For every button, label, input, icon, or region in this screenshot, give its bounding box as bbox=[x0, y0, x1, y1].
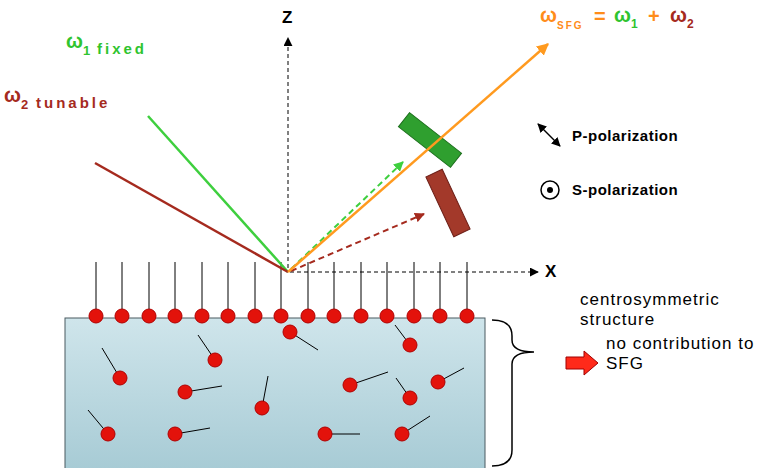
polarization-symbols bbox=[538, 124, 560, 146]
surface-molecules bbox=[407, 309, 421, 323]
bulk-molecules bbox=[113, 371, 127, 385]
bulk-molecules bbox=[168, 427, 182, 441]
bulk-molecules bbox=[395, 427, 409, 441]
beam-symbol: ω bbox=[66, 30, 83, 53]
curly-brace bbox=[492, 320, 534, 466]
surface-molecules bbox=[467, 262, 468, 309]
legend-text: P-polarization bbox=[572, 127, 678, 144]
surface-molecules bbox=[122, 262, 123, 309]
block-arrow bbox=[566, 351, 598, 375]
axes bbox=[290, 272, 538, 273]
curly-brace bbox=[492, 320, 534, 466]
axes bbox=[288, 38, 289, 268]
surface-molecules bbox=[195, 309, 209, 323]
equation-sign: + bbox=[648, 5, 660, 28]
beam-subscript: 2 bbox=[21, 98, 28, 113]
incident-beams bbox=[95, 163, 288, 272]
surface-molecules bbox=[387, 262, 388, 309]
beam-note: fixed bbox=[97, 40, 147, 57]
beam-subscript: 1 bbox=[631, 18, 638, 32]
beam-note: tunable bbox=[36, 94, 110, 111]
surface-molecules bbox=[380, 309, 394, 323]
surface-molecules bbox=[433, 309, 447, 323]
axis-label: X bbox=[545, 262, 556, 282]
surface-molecules bbox=[202, 262, 203, 309]
axis-label: Z bbox=[282, 8, 292, 28]
bulk-medium bbox=[65, 318, 485, 468]
surface-molecules bbox=[168, 309, 182, 323]
legend-entry: P-polarization bbox=[572, 127, 678, 144]
reflected-beams bbox=[291, 162, 424, 271]
beam-symbol: ω bbox=[540, 4, 557, 27]
beam-subscript: 2 bbox=[687, 18, 694, 32]
legend-entry: S-polarization bbox=[572, 181, 678, 198]
bulk-molecules bbox=[88, 325, 464, 441]
surface-molecules bbox=[327, 309, 341, 323]
polarization-symbols bbox=[541, 181, 559, 199]
block-arrow bbox=[566, 351, 598, 375]
beam-subscript: 1 bbox=[83, 44, 90, 59]
bulk-molecules bbox=[403, 391, 417, 405]
legend-text: S-polarization bbox=[572, 181, 678, 198]
surface-molecules bbox=[354, 309, 368, 323]
filter-blocks bbox=[398, 113, 461, 168]
polarization-symbols bbox=[538, 124, 560, 199]
surface-molecules bbox=[89, 262, 474, 323]
filter-blocks bbox=[426, 169, 470, 236]
reflected-beams bbox=[291, 214, 424, 271]
bulk-molecules bbox=[255, 401, 269, 415]
surface-molecules bbox=[414, 262, 415, 309]
surface-molecules bbox=[248, 309, 262, 323]
reflected-beams bbox=[291, 162, 403, 269]
surface-molecules bbox=[228, 262, 229, 309]
bulk-molecules bbox=[431, 375, 445, 389]
bulk-molecules bbox=[178, 385, 192, 399]
surface-molecules bbox=[221, 309, 235, 323]
surface-molecules bbox=[149, 262, 150, 309]
filter-blocks bbox=[398, 113, 470, 237]
bulk-molecules bbox=[318, 427, 332, 441]
beam-subscript: SFG bbox=[557, 20, 584, 32]
surface-molecules bbox=[115, 309, 129, 323]
surface-molecules bbox=[274, 309, 288, 323]
surface-molecules bbox=[308, 262, 309, 309]
bulk-note: centrosymmetric structure bbox=[580, 290, 750, 329]
surface-molecules bbox=[96, 262, 97, 309]
surface-molecules bbox=[361, 262, 362, 309]
beam-symbol: ω bbox=[670, 4, 687, 27]
bulk-molecules bbox=[208, 353, 222, 367]
surface-molecules bbox=[255, 262, 256, 309]
surface-molecules bbox=[334, 262, 335, 309]
beam-symbol: ω bbox=[614, 4, 631, 27]
surface-molecules bbox=[460, 309, 474, 323]
sfg-beam bbox=[288, 44, 548, 272]
surface-molecules bbox=[175, 262, 176, 309]
bulk-medium bbox=[65, 318, 485, 468]
incident-beams bbox=[95, 116, 288, 272]
bulk-molecules bbox=[403, 338, 417, 352]
surface-molecules bbox=[142, 309, 156, 323]
bulk-molecules bbox=[343, 378, 357, 392]
surface-molecules bbox=[301, 309, 315, 323]
equation-sign: = bbox=[594, 5, 606, 28]
axes bbox=[288, 38, 538, 272]
beam-symbol: ω bbox=[4, 84, 21, 107]
bulk-note: no contribution to SFG bbox=[606, 334, 756, 373]
surface-molecules bbox=[89, 309, 103, 323]
polarization-symbols bbox=[547, 187, 553, 193]
bulk-molecules bbox=[283, 325, 297, 339]
surface-molecules bbox=[440, 262, 441, 309]
bulk-molecules bbox=[101, 427, 115, 441]
incident-beams bbox=[148, 116, 288, 272]
sfg-beam bbox=[288, 44, 548, 272]
